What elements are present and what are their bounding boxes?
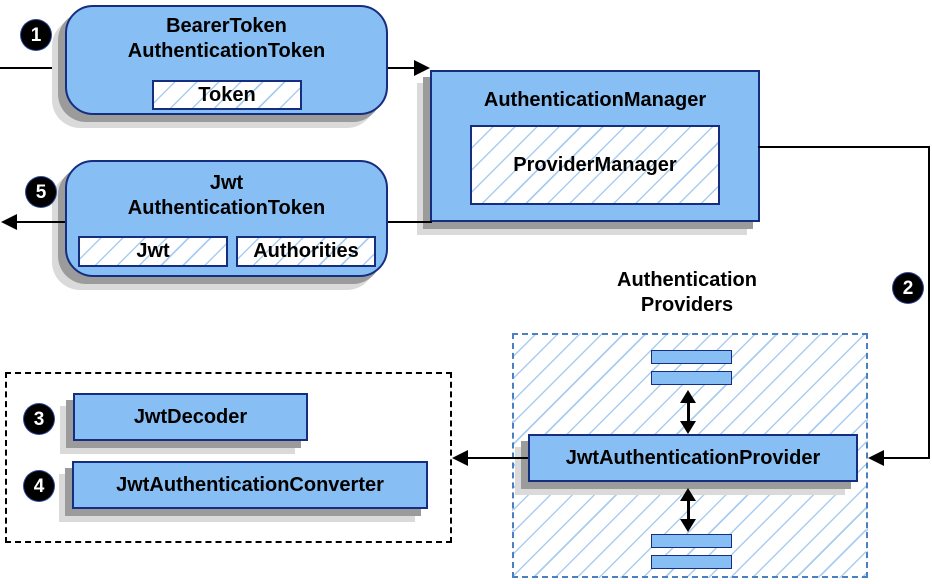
bearer-token-title-line1: BearerToken	[166, 15, 287, 37]
flow-line-response-out	[15, 221, 65, 223]
authentication-providers-title-line1: Authentication	[617, 269, 757, 291]
generic-provider-rect-top-1	[651, 350, 732, 364]
arrowhead-into-providers	[868, 450, 884, 466]
decoder-converter-group	[5, 372, 452, 543]
jwt-decoder-label: JwtDecoder	[133, 405, 248, 428]
flow-line-manager-to-jwt-token	[388, 221, 432, 223]
authentication-providers-title: Authentication Providers	[587, 268, 787, 318]
field-authorities: Authorities	[236, 236, 376, 267]
double-arrow-top-up-head	[680, 390, 696, 403]
bearer-token-title-line2: AuthenticationToken	[127, 40, 326, 62]
field-provider-manager: ProviderManager	[470, 125, 720, 205]
jwt-authentication-provider-label: JwtAuthenticationProvider	[565, 446, 821, 469]
flow-line-step2-horizontal	[758, 146, 930, 148]
bearer-token-title: BearerToken AuthenticationToken	[67, 14, 386, 64]
jwt-token-title-line1: Jwt	[209, 172, 244, 194]
step-5-badge: 5	[26, 177, 56, 207]
node-jwt-decoder: JwtDecoder	[73, 393, 308, 441]
node-jwt-authentication-token: Jwt AuthenticationToken Jwt Authorities	[65, 160, 388, 277]
double-arrow-top-down-head	[680, 421, 696, 434]
double-arrow-bottom-down-head	[680, 519, 696, 532]
jwt-authentication-converter-label: JwtAuthenticationConverter	[116, 473, 384, 496]
authentication-providers-group: JwtAuthenticationProvider	[512, 333, 868, 578]
step-1-badge: 1	[21, 20, 51, 50]
generic-provider-rect-top-2	[651, 371, 732, 385]
double-arrow-bottom-up-head	[680, 488, 696, 501]
step-4-badge: 4	[24, 471, 54, 501]
node-jwt-authentication-provider: JwtAuthenticationProvider	[528, 434, 858, 482]
node-authentication-manager: AuthenticationManager ProviderManager	[430, 70, 760, 222]
generic-provider-rect-bottom-2	[651, 555, 732, 569]
node-bearer-token-authentication-token: BearerToken AuthenticationToken Token	[65, 5, 388, 115]
arrowhead-into-decoder-group	[452, 450, 468, 466]
step-3-badge: 3	[24, 404, 54, 434]
jwt-token-title: Jwt AuthenticationToken	[67, 171, 386, 221]
authentication-providers-title-line2: Providers	[640, 294, 734, 316]
node-jwt-authentication-converter: JwtAuthenticationConverter	[72, 461, 428, 509]
flow-line-to-manager	[388, 67, 416, 69]
field-token-label: Token	[198, 83, 256, 106]
authentication-manager-title: AuthenticationManager	[432, 88, 758, 113]
field-jwt: Jwt	[78, 236, 228, 267]
authentication-manager-title-text: AuthenticationManager	[483, 89, 707, 111]
generic-provider-rect-bottom-1	[651, 534, 732, 548]
field-jwt-label: Jwt	[136, 240, 170, 262]
double-arrow-bottom-shaft	[687, 498, 690, 522]
arrowhead-response-out	[1, 214, 17, 230]
flow-line-step2-into-providers	[882, 457, 930, 459]
field-token: Token	[152, 80, 302, 110]
flow-line-provider-to-decoder-group	[466, 457, 528, 459]
field-authorities-label: Authorities	[253, 240, 359, 262]
arrowhead-to-manager	[414, 60, 430, 76]
double-arrow-top-shaft	[687, 400, 690, 424]
field-provider-manager-label: ProviderManager	[513, 153, 677, 176]
step-2-badge: 2	[893, 273, 923, 303]
flow-line-step2-vertical	[928, 146, 930, 459]
jwt-token-title-line2: AuthenticationToken	[127, 197, 326, 219]
flow-line-request-in	[0, 67, 66, 69]
